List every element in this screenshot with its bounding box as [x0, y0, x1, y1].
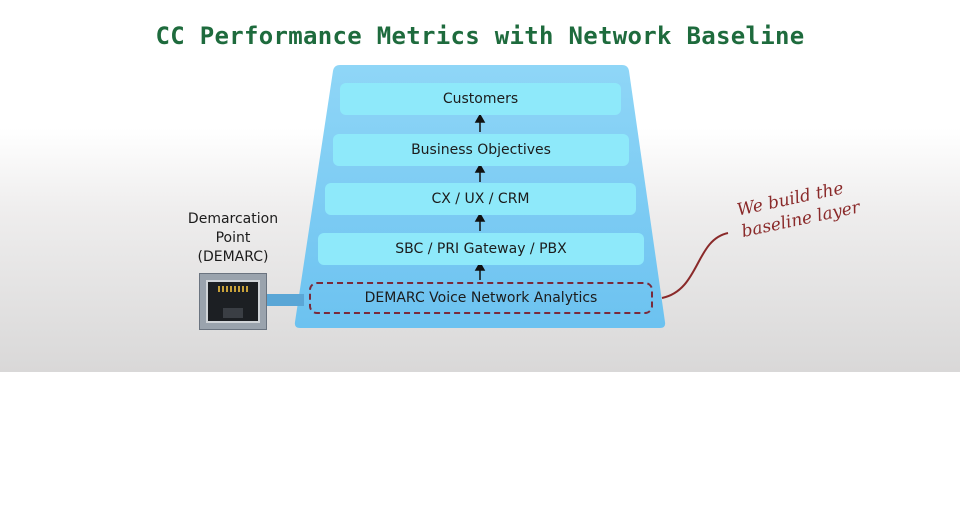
layer-customers: Customers [340, 83, 621, 115]
layer-cx-ux-crm: CX / UX / CRM [325, 183, 636, 215]
demarc-connector [264, 294, 304, 306]
layer-label: Customers [442, 91, 519, 107]
arrow-up-icon [474, 113, 486, 132]
arrow-up-icon [474, 163, 486, 182]
demarc-label-line2: Point [215, 230, 251, 246]
layer-sbc-pri-pbx: SBC / PRI Gateway / PBX [318, 233, 644, 265]
demarc-label: Demarcation Point (DEMARC) [172, 210, 294, 267]
demarc-label-line3: (DEMARC) [197, 249, 269, 265]
layer-label: SBC / PRI Gateway / PBX [395, 241, 567, 257]
annotation-curve [661, 232, 729, 299]
ethernet-port-icon [199, 273, 267, 330]
arrow-up-icon [474, 261, 486, 280]
layer-business-objectives: Business Objectives [333, 134, 629, 166]
layer-demarc-analytics: DEMARC Voice Network Analytics [309, 282, 653, 314]
demarc-label-line1: Demarcation [187, 211, 279, 227]
layer-label: CX / UX / CRM [431, 191, 530, 207]
page-title: CC Performance Metrics with Network Base… [155, 22, 805, 50]
layer-label: Business Objectives [411, 142, 551, 158]
layer-label: DEMARC Voice Network Analytics [364, 290, 598, 306]
arrow-up-icon [474, 212, 486, 231]
